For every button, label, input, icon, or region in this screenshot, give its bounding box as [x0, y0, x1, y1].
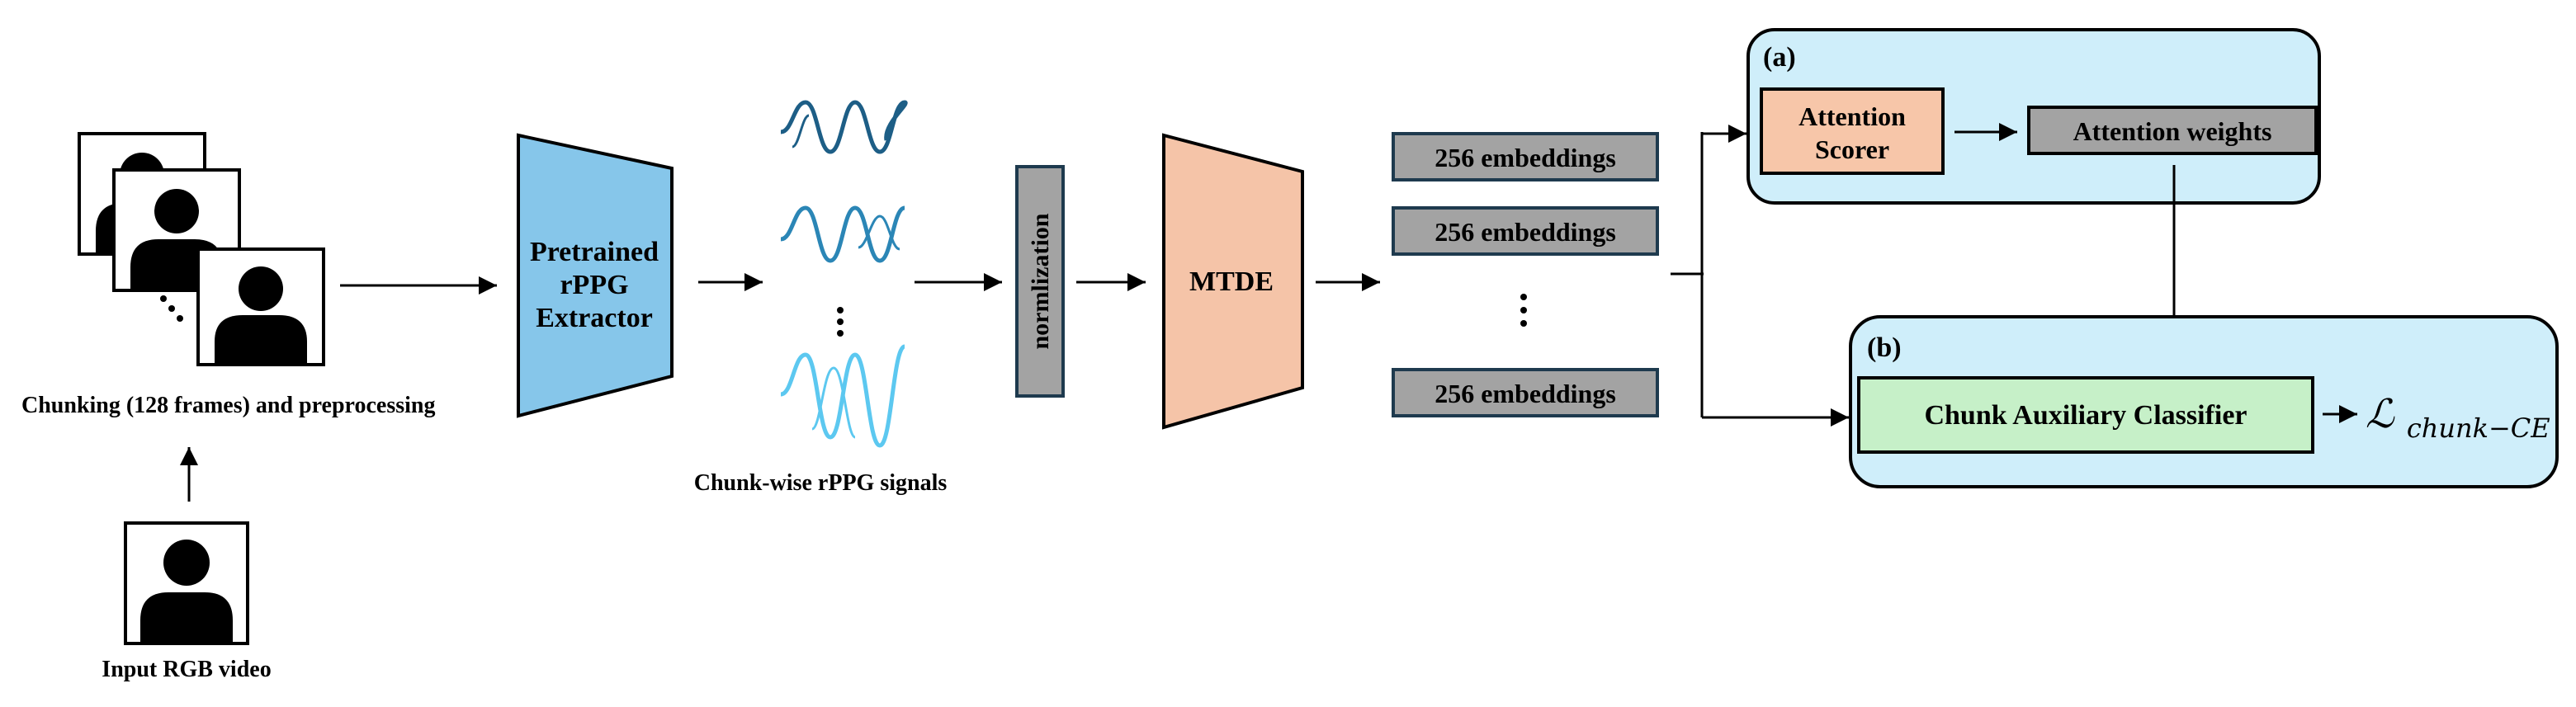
branch-connector	[1671, 125, 1849, 427]
attention-scorer-label-line1: Attention	[1798, 101, 1906, 131]
extractor-label-line3: Extractor	[536, 303, 653, 333]
normalization-block	[1015, 165, 1065, 398]
embedding-box-3: 256 embeddings	[1392, 368, 1659, 417]
embedding-label-3: 256 embeddings	[1435, 379, 1616, 408]
rppg-wave-2	[780, 205, 906, 263]
signal-ellipsis-dots	[837, 307, 844, 337]
chunk-classifier-block	[1857, 376, 2314, 454]
attention-weights-label: Attention weights	[2073, 116, 2272, 146]
attention-weights-block	[2027, 106, 2318, 155]
extractor-label-line2: rPPG	[560, 270, 628, 300]
normalization-label: normlization	[1027, 213, 1054, 349]
embedding-label-2: 256 embeddings	[1435, 217, 1616, 247]
embedding-ellipsis-dots	[1520, 294, 1527, 327]
rppg-wave-3	[780, 344, 906, 448]
attention-scorer-label-line2: Scorer	[1815, 134, 1889, 164]
rppg-extractor-block	[517, 133, 674, 418]
panel-a-label: (a)	[1763, 42, 1796, 73]
panel-b-label: (b)	[1867, 332, 1902, 363]
embedding-box-2: 256 embeddings	[1392, 206, 1659, 256]
loss-symbol: ℒ	[2366, 391, 2395, 437]
input-video-label: Input RGB video	[102, 657, 271, 682]
mtde-block	[1162, 133, 1304, 430]
frame-stack	[78, 132, 325, 366]
input-video-frame	[124, 521, 249, 645]
attention-scorer-block	[1760, 87, 1945, 175]
chunking-label: Chunking (128 frames) and preprocessing	[21, 393, 435, 418]
mtde-label: MTDE	[1189, 266, 1274, 297]
embedding-box-1: 256 embeddings	[1392, 132, 1659, 181]
embedding-label-1: 256 embeddings	[1435, 143, 1616, 172]
loss-subscript: chunk−CE	[2407, 412, 2550, 444]
signals-label: Chunk-wise rPPG signals	[694, 470, 948, 496]
chunk-classifier-label: Chunk Auxiliary Classifier	[1924, 400, 2247, 431]
frame-ellipsis-dots	[160, 295, 183, 322]
loss-formula: ℒ chunk−CE	[2366, 391, 2550, 444]
rppg-wave-1	[780, 100, 908, 154]
extractor-label-line1: Pretrained	[530, 237, 659, 267]
rppg-signal-waves	[780, 100, 908, 448]
frame-2	[112, 168, 241, 292]
frame-3	[196, 247, 325, 366]
